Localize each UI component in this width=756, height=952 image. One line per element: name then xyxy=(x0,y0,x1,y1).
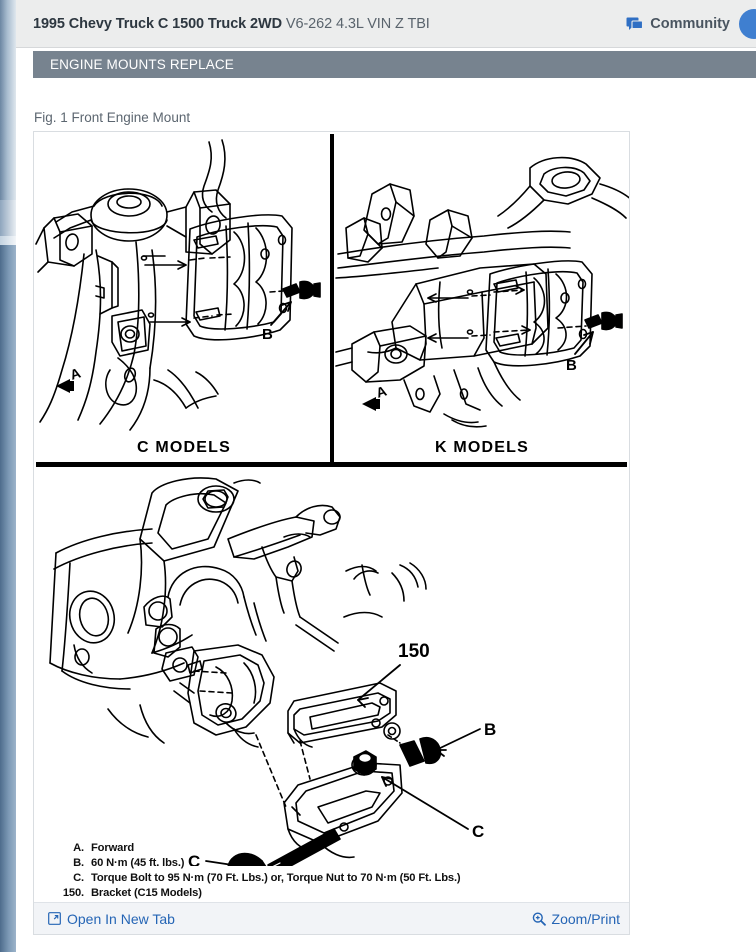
open-in-new-tab-button[interactable]: Open In New Tab xyxy=(48,911,175,927)
legend-key: C. xyxy=(73,872,84,884)
left-edge-highlight xyxy=(0,236,16,245)
svg-text:C MODELS: C MODELS xyxy=(137,439,231,456)
figure-container: B A C MODELS xyxy=(33,131,630,935)
svg-text:C: C xyxy=(472,822,484,841)
legend-key: B. xyxy=(73,857,84,869)
svg-text:B: B xyxy=(262,326,273,343)
vehicle-title: 1995 Chevy Truck C 1500 Truck 2WD V6-262… xyxy=(33,16,430,32)
legend-row: 150. Bracket (C15 Models) xyxy=(50,886,629,901)
left-edge-segment-top xyxy=(0,0,16,200)
legend-text: 60 N·m (45 ft. lbs.) xyxy=(91,857,185,869)
legend-key: A. xyxy=(73,842,84,854)
svg-text:A: A xyxy=(68,365,83,383)
zoom-print-button[interactable]: Zoom/Print xyxy=(532,911,620,927)
svg-text:A: A xyxy=(374,383,389,401)
legend-text: Forward xyxy=(91,842,135,854)
open-in-new-tab-label: Open In New Tab xyxy=(67,910,175,927)
svg-text:K MODELS: K MODELS xyxy=(435,439,529,456)
section-title: ENGINE MOUNTS REPLACE xyxy=(50,57,234,72)
community-button[interactable]: Community xyxy=(626,0,756,48)
right-gutter xyxy=(631,79,756,952)
community-label: Community xyxy=(650,16,730,32)
left-edge-segment-bottom xyxy=(0,245,16,952)
figure-legend: A. Forward B. 60 N·m (45 ft. lbs.) C. To… xyxy=(34,841,629,901)
vehicle-name: 1995 Chevy Truck C 1500 Truck 2WD xyxy=(33,15,282,32)
engine-mount-diagram: B A C MODELS xyxy=(34,132,629,866)
left-edge-segment-mid xyxy=(0,200,16,245)
section-title-bar: ENGINE MOUNTS REPLACE xyxy=(33,51,756,78)
legend-row: A. Forward xyxy=(50,841,629,856)
vehicle-header-bar: 1995 Chevy Truck C 1500 Truck 2WD V6-262… xyxy=(16,0,756,48)
legend-row: B. 60 N·m (45 ft. lbs.) xyxy=(50,856,629,871)
left-edge-strip xyxy=(0,0,16,952)
vehicle-engine: V6-262 4.3L VIN Z TBI xyxy=(285,15,430,32)
chat-bubble-icon xyxy=(626,17,644,32)
svg-text:C: C xyxy=(188,852,200,866)
user-avatar-circle[interactable] xyxy=(739,9,756,39)
legend-row: C. Torque Bolt to 95 N·m (70 Ft. Lbs.) o… xyxy=(50,871,629,886)
legend-key: 150. xyxy=(62,887,84,899)
svg-text:150: 150 xyxy=(398,641,430,662)
zoom-print-label: Zoom/Print xyxy=(551,910,620,927)
bottom-gutter xyxy=(16,936,756,952)
svg-text:B: B xyxy=(484,720,496,739)
open-in-new-tab-icon xyxy=(48,912,61,925)
legend-text: Bracket (C15 Models) xyxy=(91,887,202,899)
figure-action-bar: Open In New Tab Zoom/Print xyxy=(34,902,629,934)
legend-text: Torque Bolt to 95 N·m (70 Ft. Lbs.) or, … xyxy=(91,872,461,884)
svg-text:B: B xyxy=(566,357,577,374)
figure-caption: Fig. 1 Front Engine Mount xyxy=(34,110,191,125)
magnifier-plus-icon xyxy=(532,911,546,926)
